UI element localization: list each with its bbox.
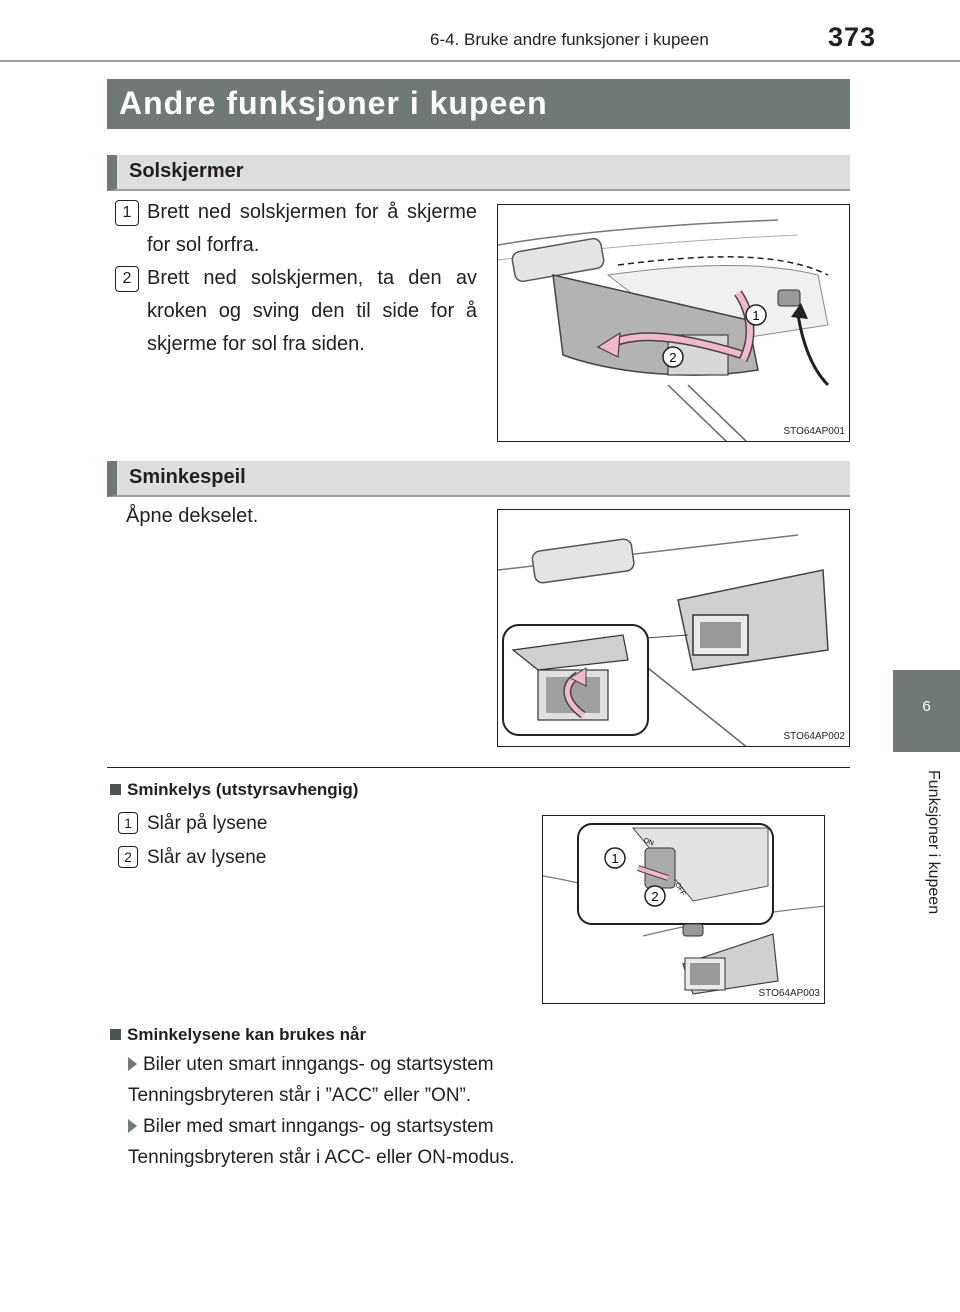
- case-label-2: Biler med smart inngangs- og startsystem: [128, 1116, 494, 1138]
- triangle-bullet-icon: [128, 1119, 137, 1133]
- item-number-1: 1: [118, 812, 138, 834]
- item-text-1: Slår på lysene: [147, 813, 268, 834]
- vanity-light-illustration: ON OFF 1 2: [543, 816, 824, 1003]
- figure-code: STO64AP001: [783, 426, 845, 437]
- chapter-tab: 6: [893, 670, 960, 752]
- switch-on-label: ON: [642, 837, 654, 847]
- figure-code: STO64AP002: [783, 731, 845, 742]
- triangle-bullet-icon: [128, 1057, 137, 1071]
- section-divider: [107, 767, 850, 768]
- note-heading-sminkelysene: Sminkelysene kan brukes når: [110, 1025, 366, 1045]
- case-label-1: Biler uten smart inngangs- og startsyste…: [128, 1054, 494, 1076]
- page-number: 373: [828, 22, 877, 52]
- section-heading-solskjermer: Solskjermer: [107, 155, 850, 191]
- step-number-1: 1: [115, 200, 139, 226]
- vanity-mirror-illustration: [498, 510, 849, 746]
- figure-vanity-light: ON OFF 1 2 STO64AP003: [542, 815, 825, 1004]
- case-text-2: Tenningsbryteren står i ACC- eller ON-mo…: [128, 1147, 515, 1168]
- item-number-2: 2: [118, 846, 138, 868]
- figure-code: STO64AP003: [758, 988, 820, 999]
- chapter-label: Funksjoner i kupeen: [925, 770, 942, 915]
- chapter-strip: [893, 752, 960, 972]
- figure-callout-2: 2: [669, 350, 676, 365]
- bullet-square-icon: [110, 784, 121, 795]
- figure-callout-1: 1: [752, 308, 759, 323]
- sun-visor-illustration: 1 2: [498, 205, 849, 441]
- figure-sun-visor: 1 2 STO64AP001: [497, 204, 850, 442]
- page-title: Andre funksjoner i kupeen: [107, 79, 850, 129]
- step-text-1: Brett ned solskjermen for å skjerme for …: [147, 201, 477, 256]
- note-heading-sminkelys: Sminkelys (utstyrsavhengig): [110, 780, 358, 800]
- case-text-1: Tenningsbryteren står i ”ACC” eller ”ON”…: [128, 1085, 472, 1106]
- step-number-2: 2: [115, 266, 139, 292]
- running-header: 6-4. Bruke andre funksjoner i kupeen: [430, 30, 709, 49]
- header-rule: [0, 60, 960, 62]
- bullet-square-icon: [110, 1029, 121, 1040]
- step-text-2: Brett ned solskjermen, ta den av kroken …: [147, 267, 477, 355]
- figure-vanity-mirror: STO64AP002: [497, 509, 850, 747]
- section-heading-sminkespeil: Sminkespeil: [107, 461, 850, 497]
- figure-callout-2: 2: [651, 889, 658, 904]
- figure-callout-1: 1: [611, 851, 618, 866]
- sminkespeil-text: Åpne dekselet.: [126, 505, 259, 527]
- item-text-2: Slår av lysene: [147, 847, 267, 868]
